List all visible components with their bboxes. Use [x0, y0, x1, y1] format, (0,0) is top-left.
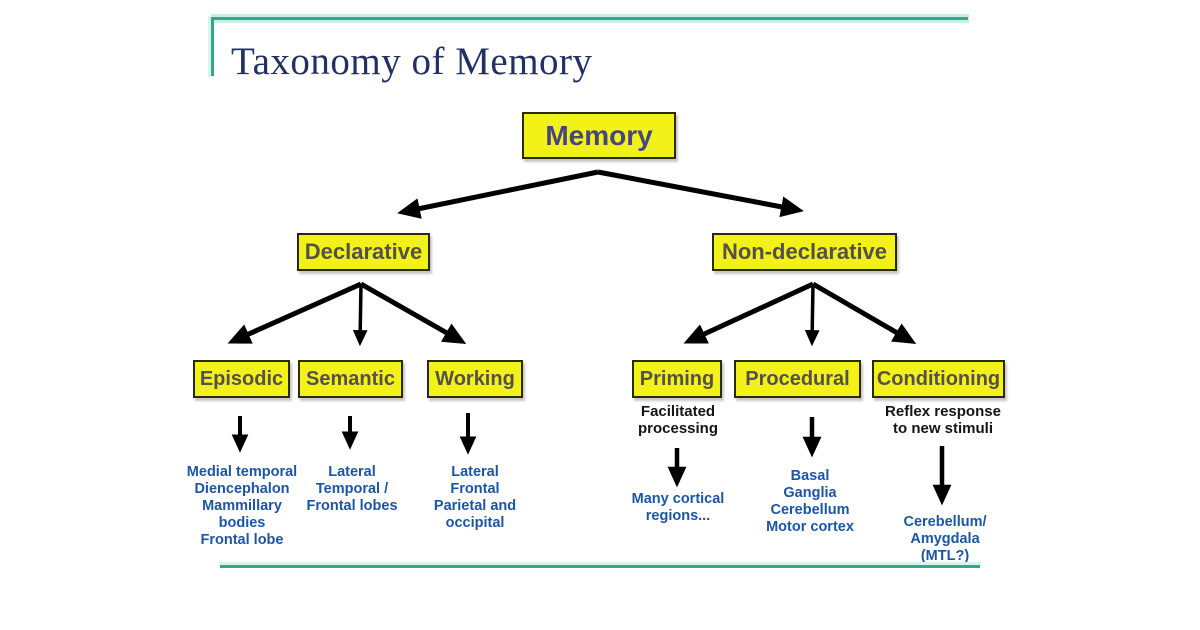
- node-priming: Priming: [632, 360, 722, 398]
- title-underline-accent: [212, 17, 968, 20]
- arrow-declarative-to-working: [359, 281, 467, 344]
- conditioning-description: Reflex response to new stimuli: [885, 403, 1001, 437]
- node-working-label: Working: [435, 367, 515, 390]
- arrow-declarative-to-semantic: [352, 283, 368, 347]
- node-semantic-label: Semantic: [306, 367, 395, 390]
- node-conditioning: Conditioning: [872, 360, 1005, 398]
- arrow-memory-to-declarative: [397, 169, 599, 219]
- node-working: Working: [427, 360, 523, 398]
- arrow-memory-to-nondeclarative: [597, 169, 804, 218]
- page-title: Taxonomy of Memory: [231, 40, 593, 84]
- node-memory-label: Memory: [545, 119, 653, 151]
- node-procedural-label: Procedural: [745, 367, 850, 390]
- node-priming-label: Priming: [639, 367, 715, 390]
- node-semantic: Semantic: [298, 360, 403, 398]
- arrow-nondeclarative-to-conditioning: [811, 281, 917, 345]
- footer-accent-line: [220, 565, 980, 568]
- node-declarative: Declarative: [297, 233, 430, 271]
- node-non-declarative: Non-declarative: [712, 233, 897, 271]
- node-procedural: Procedural: [734, 360, 861, 398]
- node-episodic: Episodic: [193, 360, 290, 398]
- conditioning-brain-regions: Cerebellum/ Amygdala (MTL?): [903, 514, 987, 564]
- semantic-brain-regions: Lateral Temporal / Frontal lobes: [306, 464, 398, 514]
- node-conditioning-label: Conditioning: [876, 367, 1001, 390]
- priming-brain-regions: Many cortical regions...: [631, 491, 725, 524]
- procedural-brain-regions: Basal Ganglia Cerebellum Motor cortex: [766, 468, 854, 535]
- arrow-declarative-to-episodic: [227, 281, 363, 344]
- title-corner-accent: [211, 17, 214, 76]
- node-episodic-label: Episodic: [199, 367, 284, 390]
- working-brain-regions: Lateral Frontal Parietal and occipital: [433, 464, 517, 531]
- priming-description: Facilitated processing: [637, 403, 719, 437]
- episodic-brain-regions: Medial temporal Diencephalon Mammillary …: [186, 464, 298, 548]
- arrow-nondeclarative-to-procedural: [804, 283, 820, 347]
- node-non-declarative-label: Non-declarative: [721, 239, 888, 264]
- arrow-nondeclarative-to-priming: [683, 281, 815, 344]
- node-memory: Memory: [522, 112, 676, 159]
- node-declarative-label: Declarative: [304, 239, 423, 264]
